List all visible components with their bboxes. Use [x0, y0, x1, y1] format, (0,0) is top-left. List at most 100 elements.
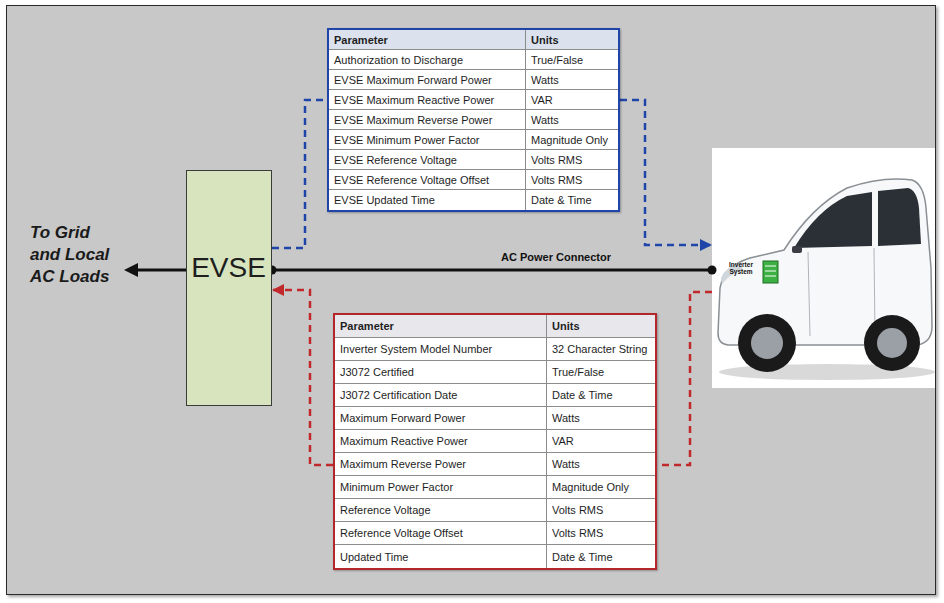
data-connector — [620, 100, 712, 245]
battery-icon — [763, 261, 778, 283]
vehicle: Inverter System — [712, 148, 935, 388]
wheel-rim — [877, 328, 907, 358]
parameter-name: EVSE Reference Voltage Offset — [334, 174, 489, 186]
table-cell: EVSE Maximum Reverse Power — [329, 110, 526, 130]
table-cell: EVSE Reference Voltage Offset — [329, 170, 526, 190]
parameter-name: J3072 Certified — [340, 366, 414, 378]
table-cell: Maximum Forward Power — [335, 407, 547, 430]
battery-cell — [765, 271, 776, 272]
column-header: Parameter — [334, 34, 388, 46]
parameter-unit: True/False — [531, 54, 583, 66]
table-cell: EVSE Maximum Reactive Power — [329, 90, 526, 110]
parameter-name: Maximum Forward Power — [340, 412, 465, 424]
parameter-unit: VAR — [531, 94, 553, 106]
table-cell: Date & Time — [547, 384, 655, 407]
parameter-name: Minimum Power Factor — [340, 481, 453, 493]
parameter-unit: Watts — [531, 114, 559, 126]
grid-arrow — [124, 263, 186, 277]
parameter-name: Maximum Reactive Power — [340, 435, 468, 447]
parameter-name: EVSE Maximum Reverse Power — [334, 114, 492, 126]
table-cell: Watts — [526, 70, 618, 90]
grid-arrow-head — [124, 263, 138, 277]
parameter-table: Parameter UnitsAuthorization to Discharge… — [327, 28, 620, 212]
table-cell: Authorization to Discharge — [329, 50, 526, 70]
component-label: Inverter System — [724, 261, 758, 275]
column-header: Units — [531, 34, 559, 46]
battery-cell — [765, 266, 776, 267]
table-cell: Updated Time — [335, 545, 547, 568]
connector-label: AC Power Connector — [501, 251, 611, 263]
table-cell: EVSE Maximum Forward Power — [329, 70, 526, 90]
evse-box: EVSE — [186, 170, 272, 406]
table-header-cell: Units — [526, 30, 618, 50]
table-cell: EVSE Updated Time — [329, 190, 526, 210]
battery-cell — [765, 276, 776, 277]
parameter-unit: VAR — [552, 435, 574, 447]
table-cell: EVSE Reference Voltage — [329, 150, 526, 170]
power-connector — [272, 269, 712, 272]
table-cell: True/False — [526, 50, 618, 70]
table-cell: Reference Voltage — [335, 499, 547, 522]
table-cell: Magnitude Only — [547, 476, 655, 499]
mirror — [792, 246, 802, 253]
table-cell: Maximum Reactive Power — [335, 430, 547, 453]
table-cell: Minimum Power Factor — [335, 476, 547, 499]
parameter-name: Reference Voltage — [340, 504, 431, 516]
table-cell: Watts — [547, 407, 655, 430]
car-illustration — [712, 148, 935, 388]
parameter-name: Reference Voltage Offset — [340, 527, 463, 539]
car-window — [794, 192, 872, 248]
table-header-cell: Units — [547, 315, 655, 338]
table-cell: VAR — [526, 90, 618, 110]
table-cell: Maximum Reverse Power — [335, 453, 547, 476]
parameter-name: EVSE Minimum Power Factor — [334, 134, 479, 146]
table-cell: J3072 Certified — [335, 361, 547, 384]
car-wheel — [864, 315, 920, 371]
door-line — [808, 252, 810, 336]
table-cell: Magnitude Only — [526, 130, 618, 150]
parameter-unit: Date & Time — [552, 551, 613, 563]
parameter-unit: Volts RMS — [552, 504, 603, 516]
parameter-name: EVSE Maximum Forward Power — [334, 74, 492, 86]
table-cell: Volts RMS — [526, 150, 618, 170]
box-title: EVSE — [191, 253, 266, 284]
parameter-name: Maximum Reverse Power — [340, 458, 466, 470]
table-header-cell: Parameter — [329, 30, 526, 50]
table-cell: VAR — [547, 430, 655, 453]
parameter-name: EVSE Maximum Reactive Power — [334, 94, 494, 106]
table-cell: EVSE Minimum Power Factor — [329, 130, 526, 150]
table-cell: True/False — [547, 361, 655, 384]
table-header-cell: Parameter — [335, 315, 547, 338]
table-cell: 32 Character String — [547, 338, 655, 361]
data-connector — [272, 290, 333, 465]
parameter-unit: True/False — [552, 366, 604, 378]
table-cell: Inverter System Model Number — [335, 338, 547, 361]
grid-arrow-line — [136, 269, 186, 272]
table-cell: Watts — [526, 110, 618, 130]
column-header: Units — [552, 320, 580, 332]
parameter-unit: Date & Time — [531, 194, 592, 206]
parameter-unit: Magnitude Only — [531, 134, 608, 146]
parameter-name: Updated Time — [340, 551, 408, 563]
parameter-unit: Volts RMS — [552, 527, 603, 539]
parameter-name: EVSE Reference Voltage — [334, 154, 457, 166]
parameter-unit: Watts — [552, 412, 580, 424]
wheel-rim — [751, 327, 783, 359]
table-cell: Volts RMS — [526, 170, 618, 190]
parameter-unit: Watts — [531, 74, 559, 86]
car-window — [878, 188, 921, 246]
table-cell: Date & Time — [547, 545, 655, 568]
data-connector — [657, 292, 712, 465]
parameter-table: Parameter UnitsInverter System Model Numb… — [333, 313, 657, 570]
parameter-name: Authorization to Discharge — [334, 54, 463, 66]
table-cell: J3072 Certification Date — [335, 384, 547, 407]
car-wheel — [738, 314, 796, 372]
parameter-name: J3072 Certification Date — [340, 389, 457, 401]
parameter-unit: Watts — [552, 458, 580, 470]
table-cell: Reference Voltage Offset — [335, 522, 547, 545]
grid-label: To Grid and Local AC Loads — [30, 222, 118, 288]
parameter-unit: Date & Time — [552, 389, 613, 401]
parameter-unit: Magnitude Only — [552, 481, 629, 493]
data-connector — [272, 100, 327, 248]
